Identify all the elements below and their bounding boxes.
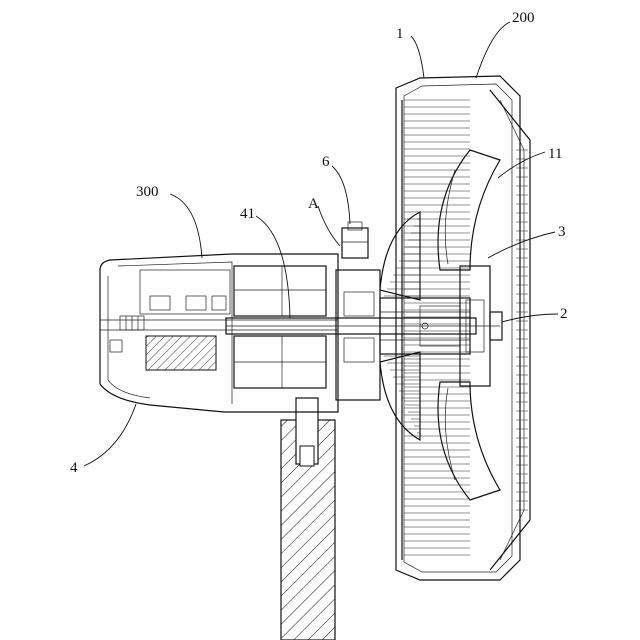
label-1: 1 [396, 26, 404, 42]
label-11: 11 [548, 146, 562, 162]
motor-stator [234, 266, 326, 388]
label-3: 3 [558, 224, 566, 240]
connector [342, 222, 368, 258]
label-41: 41 [240, 206, 255, 222]
label-4: 4 [70, 460, 78, 476]
front-grille [490, 90, 530, 570]
outer-housing [396, 76, 520, 580]
label-2: 2 [560, 306, 568, 322]
fan-blades [438, 150, 500, 500]
gear-assembly [336, 270, 470, 400]
leader-lines [84, 22, 558, 466]
reference-labels: 1 200 11 6 300 41 A 3 2 4 [70, 10, 568, 476]
label-300: 300 [136, 184, 159, 200]
label-6: 6 [322, 154, 330, 170]
motor-shaft [226, 318, 500, 334]
label-200: 200 [512, 10, 535, 26]
label-A: A [308, 196, 319, 212]
mounting-pole [281, 398, 335, 640]
